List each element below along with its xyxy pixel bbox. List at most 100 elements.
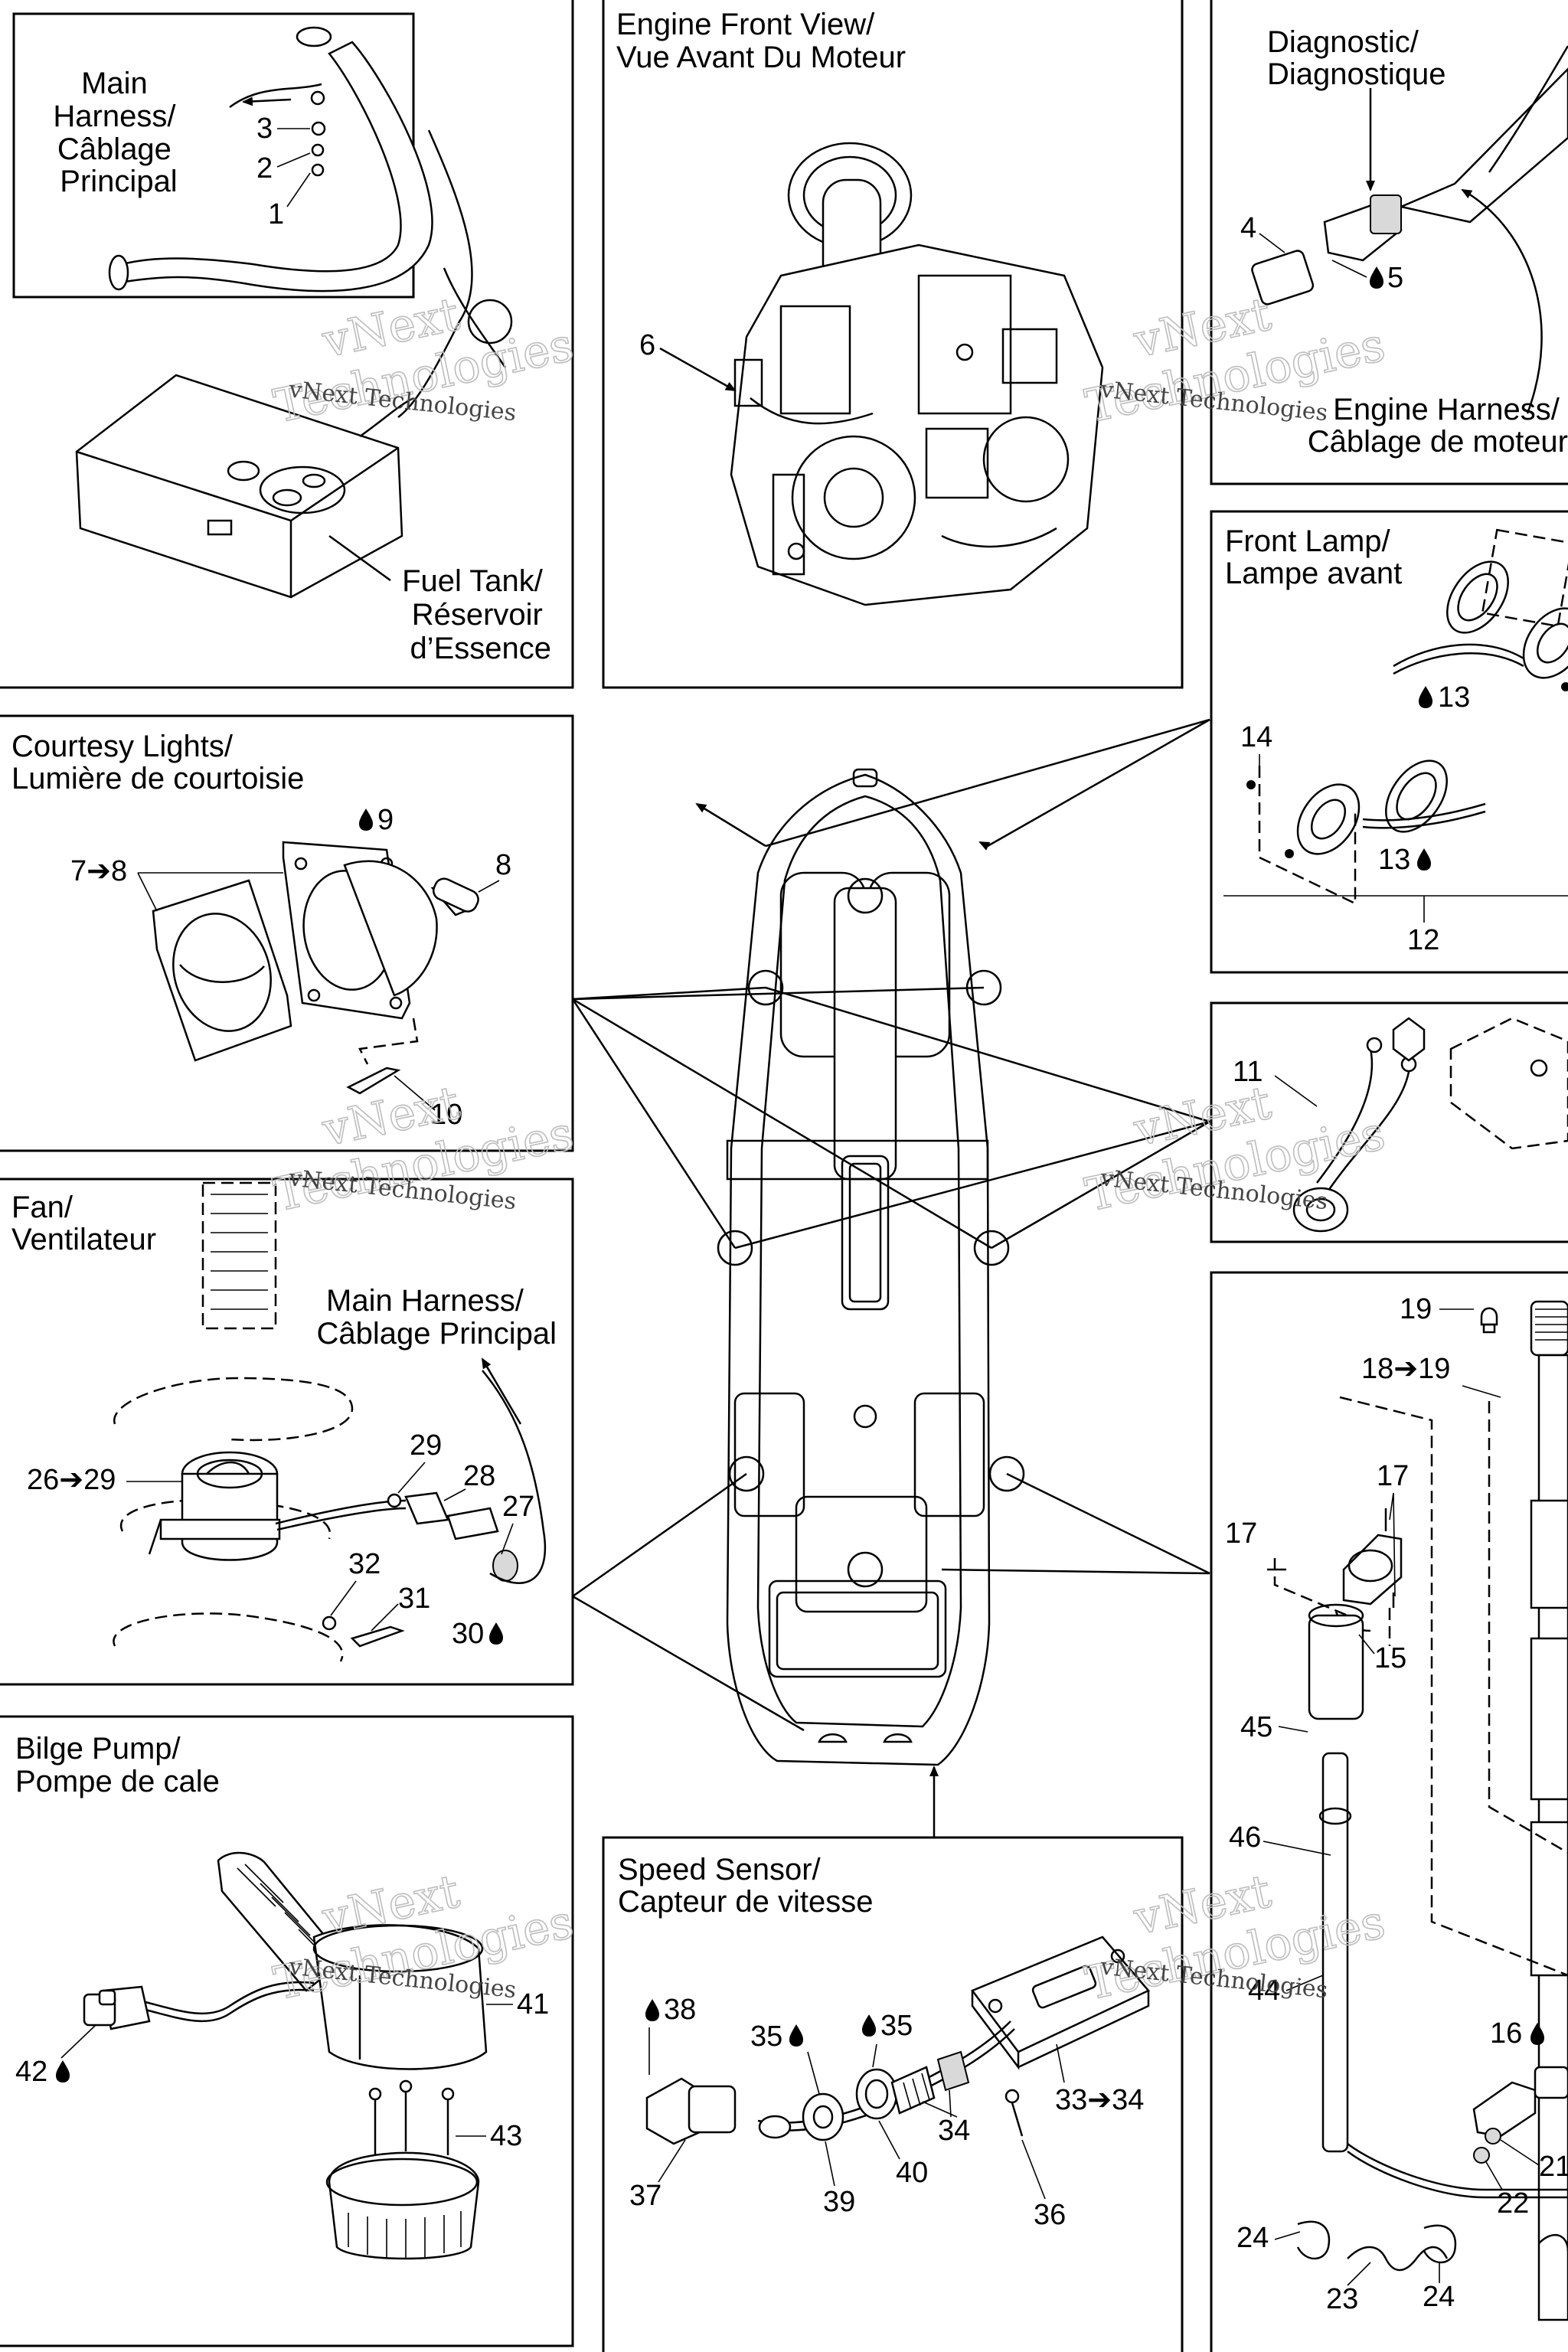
leader-31 [371,1603,399,1632]
part-24-right: 24 [1423,2281,1455,2313]
leader-33-34 [1056,2043,1065,2083]
leader-6 [659,347,737,392]
leader-15 [1358,1634,1375,1655]
leader-35r [872,2043,877,2068]
leader-11 [1274,1075,1318,1107]
part-16: 16 [1490,2017,1522,2050]
leader-5 [1331,260,1367,278]
part-31: 31 [398,1583,430,1615]
leader-fan-harness [481,1357,522,1425]
hull-leader-lines [571,718,1210,1838]
part-11: 11 [1233,1056,1263,1088]
fan-drawing [113,1181,547,1662]
leader-37 [658,2139,686,2183]
part-7-8: 7➔8 [70,855,127,887]
fuel-tank-drawing [75,26,513,599]
part-41: 41 [517,1988,549,2020]
speed-sensor-drawing [645,1936,1151,2145]
part-33-34: 33➔34 [1055,2084,1144,2116]
part-18-19: 18➔19 [1361,1353,1450,1385]
part-22: 22 [1497,2187,1529,2220]
part-44: 44 [1248,1975,1280,2007]
leader-fuel-tank [328,534,391,582]
part-13-bottom: 13 [1378,844,1410,876]
panel-courtesy-lights [0,714,574,1152]
part-3: 3 [256,113,273,145]
part-45: 45 [1240,1711,1272,1743]
part-39: 39 [823,2186,855,2218]
part-12: 12 [1407,924,1439,956]
part-1: 1 [268,198,284,230]
leader-17r [1389,1492,1394,1521]
leader-17r2 [1393,1492,1396,1597]
part-34: 34 [938,2115,970,2147]
leader-23 [1347,2262,1371,2286]
leader-engine-harness [1461,188,1543,414]
leader-45 [1278,1726,1308,1733]
part-46: 46 [1229,1821,1261,1854]
leader-7-8b [137,872,158,912]
leader-8 [478,880,500,893]
panel-unit-11 [1210,1001,1568,1243]
part-15: 15 [1374,1642,1406,1674]
label-fan-main-harness: Main Harness/ Câblage Principal [316,1284,557,1351]
part-38: 38 [664,1994,696,2026]
leader-34 [949,2089,952,2118]
part-35-right: 35 [880,2010,913,2042]
part-17-right: 17 [1377,1460,1409,1492]
leader-27 [501,1523,514,1555]
gauge-drawing [1267,1300,1568,2321]
unit-11-drawing [1292,1017,1568,1233]
part-27: 27 [502,1491,534,1523]
diagnostic-connector-drawing [1251,45,1568,305]
title-front-lamp: Front Lamp/ Lampe avant [1225,524,1402,590]
part-40: 40 [896,2157,928,2189]
leader-21 [1500,2139,1540,2166]
part-13-top: 13 [1438,681,1470,714]
title-fan: Fan/ Ventilateur [11,1191,156,1256]
panel-bilge-pump [0,1715,574,2347]
part-24-left: 24 [1236,2222,1269,2254]
part-26-29: 26➔29 [27,1464,116,1496]
panel-diagnostic [1210,0,1568,485]
label-fuel-tank: Fuel Tank/ Réservoir d’Essence [402,564,551,665]
part-28: 28 [463,1460,495,1492]
part-35-left: 35 [750,2020,782,2053]
engine-drawing [730,142,1104,606]
front-lamp-drawing [1246,528,1568,905]
leader-39 [825,2141,835,2187]
leader-10 [394,1075,436,1111]
leader-2 [276,152,311,168]
title-bilge-pump: Bilge Pump/ Pompe de cale [15,1732,220,1798]
leader-32 [330,1580,357,1616]
leader-18-19 [1462,1385,1501,1398]
part-8: 8 [495,849,511,881]
part-29: 29 [410,1429,442,1462]
part-4: 4 [1240,212,1256,244]
label-main-harness: Main Harness/ Câblage Principal [53,67,184,198]
leader-1 [286,172,311,207]
part-10: 10 [430,1099,462,1131]
part-17-left: 17 [1225,1517,1257,1550]
part-6: 6 [639,329,655,361]
part-19: 19 [1400,1293,1432,1325]
leader-22 [1485,2160,1503,2190]
part-36: 36 [1034,2199,1066,2231]
leader-42 [60,2024,96,2059]
leader-46 [1263,1841,1331,1856]
part-21: 21 [1539,2151,1568,2183]
leader-35l [807,2051,820,2095]
leader-44 [1285,1975,1324,1991]
leader-28 [443,1488,466,1501]
part-42: 42 [15,2056,47,2088]
part-5: 5 [1387,262,1403,294]
part-37: 37 [629,2180,662,2212]
leader-29 [397,1462,426,1494]
title-diagnostic: Diagnostic/ Diagnostique [1267,25,1446,91]
courtesy-light-drawing [152,841,479,1095]
part-9: 9 [377,804,394,836]
panel-gauge [1210,1271,1568,2352]
part-43: 43 [490,2120,522,2152]
leader-40 [878,2120,900,2160]
bilge-pump-drawing [83,1851,488,2260]
